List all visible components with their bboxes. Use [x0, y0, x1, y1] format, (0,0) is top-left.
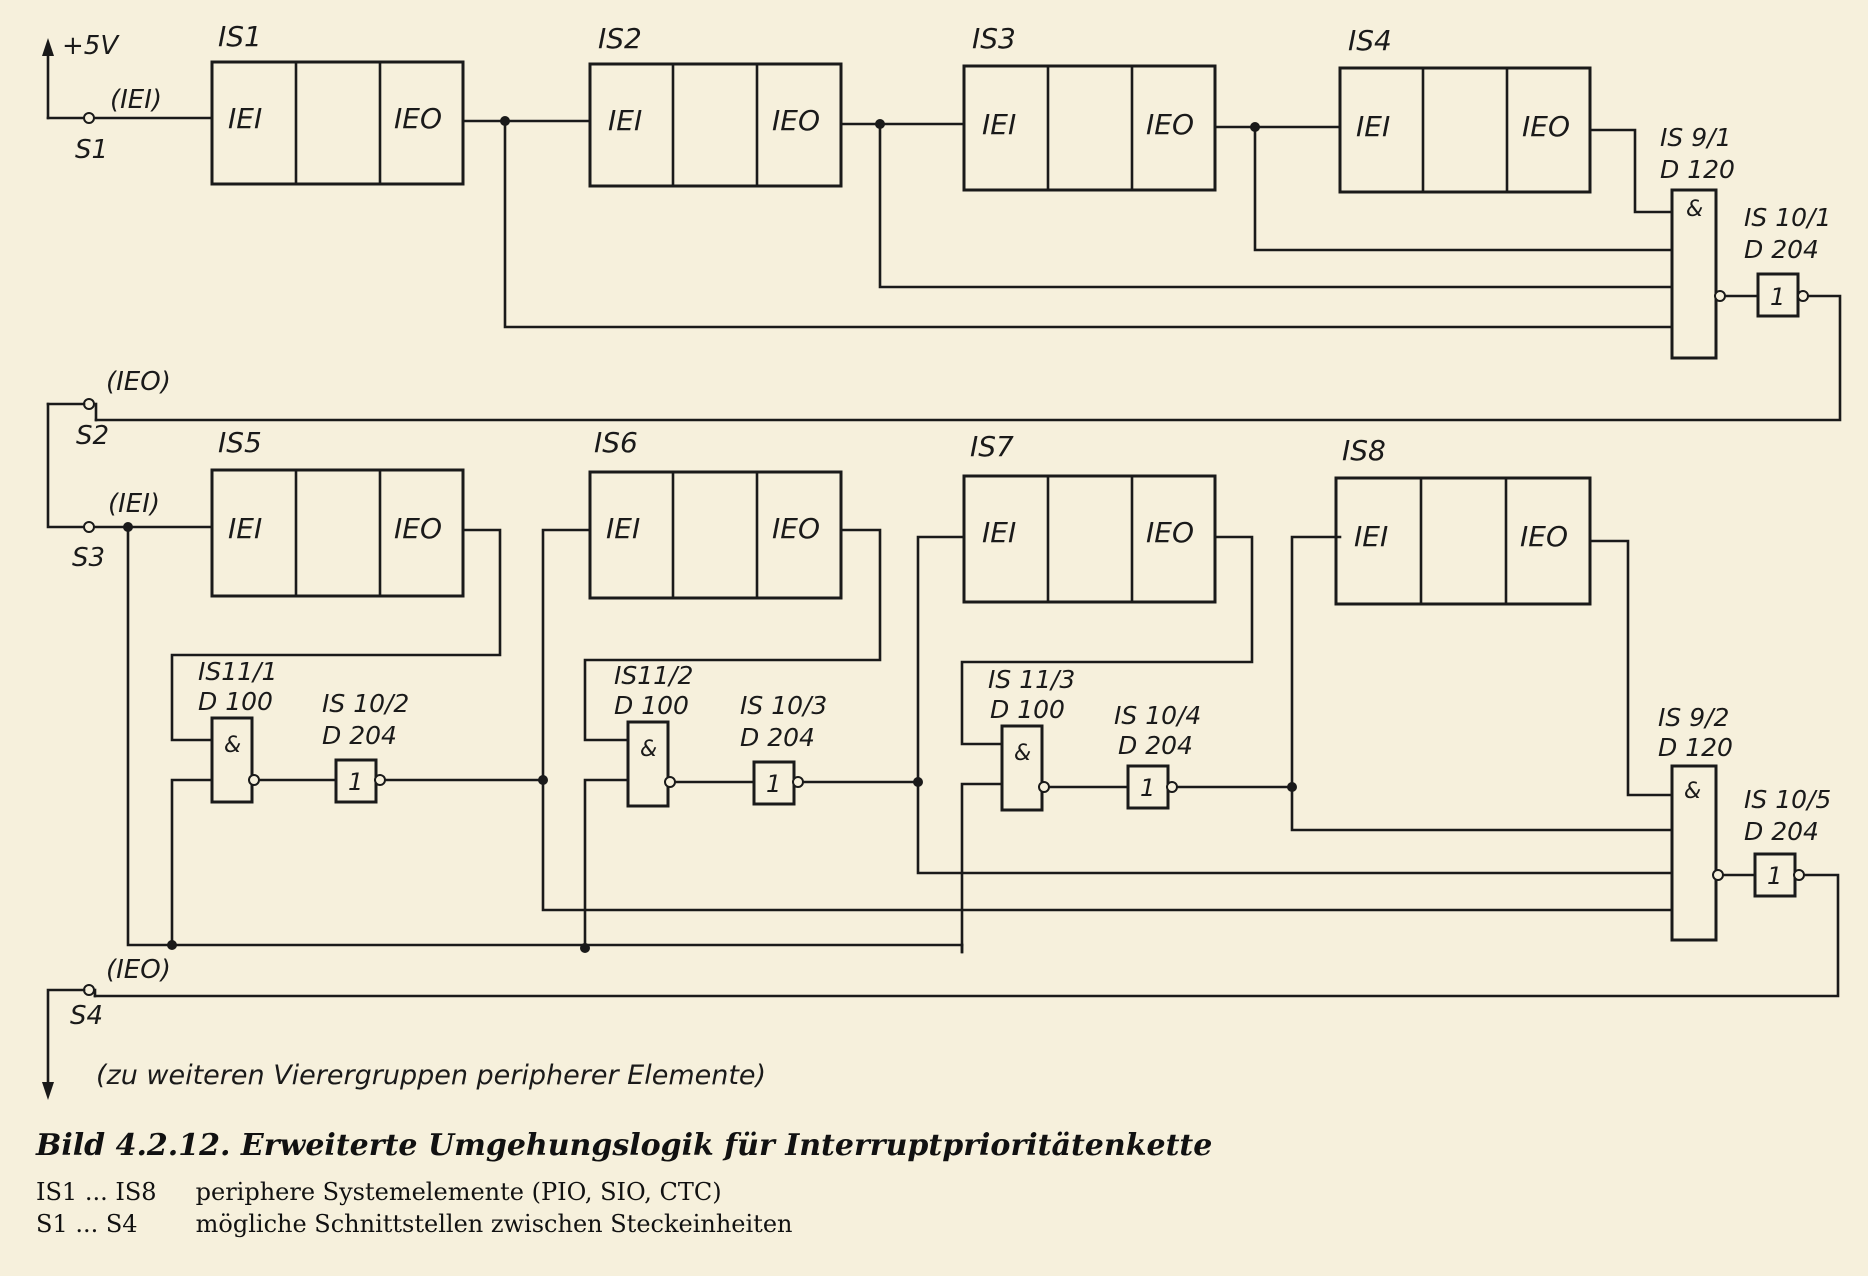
legend-row: IS1 ... IS8 periphere Systemelemente (PI… — [36, 1178, 722, 1206]
module-is3-label: IS3 — [972, 22, 1016, 55]
legend-key: S1 ... S4 — [36, 1210, 138, 1238]
module-is3-iei: IEI — [982, 108, 1016, 141]
module-is8-ieo: IEO — [1520, 520, 1568, 553]
gate-is9-2-type: D 120 — [1658, 733, 1733, 762]
s3-signal-label: (IEI) — [108, 489, 160, 519]
module-is1: IS1 IEI IEO — [210, 20, 465, 186]
module-is3: IS3 IEI IEO — [962, 22, 1217, 192]
gate-is10-3-type: D 204 — [740, 723, 815, 752]
gate-is10-3-id: IS 10/3 — [740, 691, 827, 720]
gate-is10-3-symbol: 1 — [766, 770, 781, 798]
junction — [580, 943, 590, 953]
s4-signal-label: (IEO) — [106, 955, 171, 985]
socket-s1-label: S1 — [75, 135, 108, 165]
module-is4-ieo: IEO — [1522, 110, 1570, 143]
gate-is11-3-symbol: & — [1014, 741, 1031, 766]
gate-is11-1-id: IS11/1 — [198, 657, 277, 686]
gate-is10-4-id: IS 10/4 — [1114, 701, 1201, 730]
module-is6-iei: IEI — [606, 512, 640, 545]
continuation-note: (zu weiteren Vierergruppen peripherer El… — [96, 1060, 767, 1091]
gate-is9-2-symbol: & — [1684, 779, 1701, 804]
module-is2: IS2 IEI IEO — [588, 22, 843, 188]
gate-is10-3-inverter: 1 IS 10/3 D 204 — [740, 691, 827, 806]
gate-is11-2-type: D 100 — [614, 691, 689, 720]
module-is5-iei: IEI — [228, 512, 262, 545]
gate-is10-1-inverter: 1 IS 10/1 D 204 — [1744, 203, 1831, 318]
gate-is9-2-id: IS 9/2 — [1658, 703, 1729, 732]
s1-signal-label: (IEI) — [110, 85, 162, 115]
socket-s4-terminal — [83, 984, 95, 996]
figure-caption-title: Bild 4.2.12. Erweiterte Umgehungslogik f… — [36, 1128, 1213, 1163]
module-is5-ieo: IEO — [394, 512, 442, 545]
module-is8: IS8 IEI IEO — [1334, 434, 1592, 606]
module-is6-ieo: IEO — [772, 512, 820, 545]
supply-arrow — [42, 38, 54, 120]
gate-is9-1-and: & IS 9/1 D 120 — [1660, 123, 1735, 360]
module-is6: IS6 IEI IEO — [588, 426, 843, 600]
gate-is10-2-id: IS 10/2 — [322, 689, 409, 718]
module-is5-label: IS5 — [218, 426, 262, 459]
gate-is11-3-id: IS 11/3 — [988, 665, 1075, 694]
gate-is10-5-id: IS 10/5 — [1744, 785, 1831, 814]
gate-is11-1-symbol: & — [224, 733, 241, 758]
gate-is9-1-id: IS 9/1 — [1660, 123, 1731, 152]
legend-key: IS1 ... IS8 — [36, 1178, 157, 1206]
gate-is10-1-id: IS 10/1 — [1744, 203, 1831, 232]
module-is2-iei: IEI — [608, 104, 642, 137]
module-is7-label: IS7 — [970, 430, 1014, 463]
module-is7-iei: IEI — [982, 516, 1016, 549]
socket-s3-label: S3 — [72, 543, 105, 573]
gate-is9-2-and: & IS 9/2 D 120 — [1658, 703, 1733, 942]
gate-is10-2-inverter: 1 IS 10/2 D 204 — [322, 689, 409, 804]
module-is6-label: IS6 — [594, 426, 638, 459]
module-is1-label: IS1 — [218, 20, 262, 53]
gate-is11-1-and: & IS11/1 D 100 — [198, 657, 277, 804]
socket-s4-label: S4 — [70, 1001, 103, 1031]
gate-is10-5-symbol: 1 — [1767, 862, 1782, 890]
gate-is10-5-inverter: 1 IS 10/5 D 204 — [1744, 785, 1831, 898]
socket-s2-label: S2 — [76, 421, 109, 451]
module-is2-ieo: IEO — [772, 104, 820, 137]
s2-signal-label: (IEO) — [106, 367, 171, 397]
gate-is11-2-id: IS11/2 — [614, 661, 693, 690]
gate-is10-2-type: D 204 — [322, 721, 397, 750]
module-is7-ieo: IEO — [1146, 516, 1194, 549]
gate-is11-3-and: & IS 11/3 D 100 — [988, 665, 1075, 812]
module-is1-ieo: IEO — [394, 102, 442, 135]
gate-is11-2-and: & IS11/2 D 100 — [614, 661, 693, 808]
gate-is10-5-type: D 204 — [1744, 817, 1819, 846]
gate-is10-4-type: D 204 — [1118, 731, 1193, 760]
module-is8-label: IS8 — [1342, 434, 1386, 467]
module-is2-label: IS2 — [598, 22, 642, 55]
module-is4: IS4 IEI IEO — [1338, 24, 1592, 194]
gate-is10-1-symbol: 1 — [1770, 283, 1785, 311]
gate-is10-4-symbol: 1 — [1140, 774, 1155, 802]
gate-is9-1-type: D 120 — [1660, 155, 1735, 184]
module-is1-iei: IEI — [228, 102, 262, 135]
module-is3-ieo: IEO — [1146, 108, 1194, 141]
gate-is11-1-type: D 100 — [198, 687, 273, 716]
socket-s3-terminal — [83, 521, 95, 533]
supply-label: +5V — [62, 31, 120, 61]
output-arrow — [42, 1082, 54, 1100]
gate-is10-2-symbol: 1 — [348, 768, 363, 796]
module-is4-label: IS4 — [1348, 24, 1392, 57]
gate-is10-4-inverter: 1 IS 10/4 D 204 — [1114, 701, 1201, 810]
socket-s2-terminal — [83, 398, 95, 410]
junction — [167, 940, 177, 950]
gate-is11-3-type: D 100 — [990, 695, 1065, 724]
module-is8-iei: IEI — [1354, 520, 1388, 553]
module-is5: IS5 IEI IEO — [210, 426, 465, 598]
legend-text: periphere Systemelemente (PIO, SIO, CTC) — [195, 1178, 722, 1206]
legend-text: mögliche Schnittstellen zwischen Steckei… — [195, 1210, 793, 1238]
gate-is10-1-type: D 204 — [1744, 235, 1819, 264]
module-is4-iei: IEI — [1356, 110, 1390, 143]
gate-is11-2-symbol: & — [640, 737, 657, 762]
socket-s1-terminal — [83, 112, 95, 124]
legend-row: S1 ... S4 mögliche Schnittstellen zwisch… — [36, 1210, 792, 1238]
gate-is9-1-symbol: & — [1686, 197, 1703, 222]
module-is7: IS7 IEI IEO — [962, 430, 1217, 604]
